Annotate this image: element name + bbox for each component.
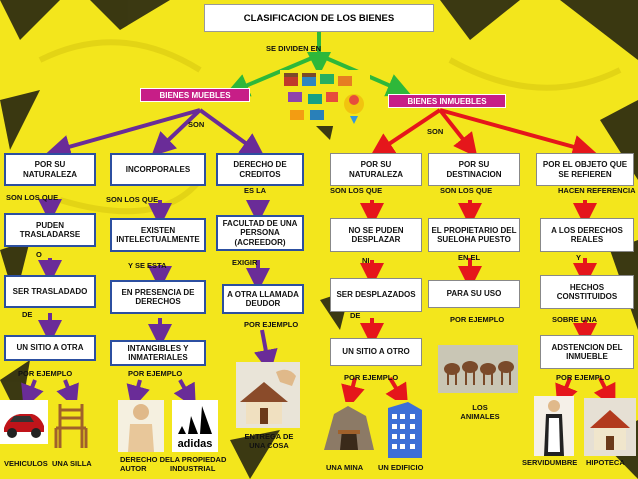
col4-connector-2: NI (362, 256, 370, 265)
col1-connector-4: POR EJEMPLO (18, 369, 73, 378)
bienes-inmuebles-label: BIENES INMUEBLES (388, 94, 506, 108)
col1-box-3: SER TRASLADADO (4, 275, 96, 308)
col6-example-1: SERVIDUMBRE (522, 458, 578, 467)
col6-connector-1: HACEN REFERENCIA (558, 186, 636, 195)
servant-image (534, 396, 574, 456)
col5-connector-3: POR EJEMPLO (450, 315, 505, 324)
col3-example-1: ENTREGA DE UNA COSA (244, 432, 294, 450)
col2-connector-2: Y SE ESTA (128, 261, 167, 270)
col3-connector-1: ES LA (244, 186, 267, 195)
col3-box-3: A OTRA LLAMADA DEUDOR (222, 284, 304, 314)
chair-image (50, 400, 92, 450)
col1-box-4: UN SITIO A OTRA (4, 335, 96, 361)
car-image (0, 400, 48, 444)
col6-connector-2: Y (576, 253, 582, 262)
col5-box-3: PARA SU USO (428, 280, 520, 308)
col3-head-box: DERECHO DE CREDITOS (216, 153, 304, 186)
connector-label-son-left: SON (188, 120, 205, 129)
bienes-muebles-label: BIENES MUEBLES (140, 88, 250, 102)
col6-connector-3: SOBRE UNA (552, 315, 598, 324)
col5-connector-2: EN EL (458, 253, 481, 262)
col4-example-2: UN EDIFICIO (378, 463, 424, 472)
col4-box-2: NO SE PUDEN DESPLAZAR (330, 218, 422, 252)
diagram-title: CLASIFICACION DE LOS BIENES (204, 4, 434, 32)
col3-connector-2: EXIGIR (232, 258, 258, 267)
col1-example-1: VEHICULOS (4, 459, 48, 468)
connector-label-son-right: SON (427, 127, 444, 136)
author-statue-image (118, 400, 164, 452)
col6-example-2: HIPOTECA (586, 458, 625, 467)
col1-connector-3: DE (22, 310, 33, 319)
col2-box-2: EXISTEN INTELECTUALMENTE (110, 218, 206, 252)
col2-box-4: INTANGIBLES Y INMATERIALES (110, 340, 206, 366)
connector-label-divide: SE DIVIDEN EN (266, 44, 322, 53)
mortgage-image (584, 398, 636, 456)
animals-image (438, 345, 518, 393)
col2-box-3: EN PRESENCIA DE DERECHOS (110, 280, 206, 314)
col6-head-box: POR EL OBJETO QUE SE REFIEREN (536, 153, 634, 186)
col6-box-3: HECHOS CONSTITUIDOS (540, 275, 634, 309)
col4-head-box: POR SU NATURALEZA (330, 153, 422, 186)
col1-box-2: PUDEN TRASLADARSE (4, 213, 96, 247)
col3-connector-3: POR EJEMPLO (244, 320, 299, 329)
col6-box-4: ADSTENCION DEL INMUEBLE (540, 335, 634, 369)
col3-box-2: FACULTAD DE UNA PERSONA (ACREEDOR) (216, 215, 304, 251)
col4-connector-4: POR EJEMPLO (344, 373, 399, 382)
adidas-logo-image: adidas (172, 400, 218, 452)
col2-connector-4: POR EJEMPLO (128, 369, 183, 378)
col5-head-box: POR SU DESTINACION (428, 153, 520, 186)
col6-box-2: A LOS DERECHOS REALES (540, 218, 634, 252)
house-key-image (236, 362, 300, 428)
svg-text:adidas: adidas (178, 438, 213, 450)
col5-box-2: EL PROPIETARIO DEL SUELOHA PUESTO (428, 218, 520, 252)
col1-example-2: UNA SILLA (52, 459, 92, 468)
mine-image (322, 402, 376, 452)
col2-example-2: LA PROPIEDAD INDUSTRIAL (170, 455, 227, 473)
col1-connector-2: O (36, 250, 42, 259)
col2-head-box: INCORPORALES (110, 153, 206, 186)
col4-box-4: UN SITIO A OTRO (330, 338, 422, 366)
col2-example-1: DERECHO DE AUTOR (120, 455, 171, 473)
col6-connector-4: POR EJEMPLO (556, 373, 611, 382)
col4-example-1: UNA MINA (326, 463, 364, 472)
toys-image (280, 70, 370, 126)
col4-connector-1: SON LOS QUE (330, 186, 383, 195)
col1-connector-1: SON LOS QUE (6, 193, 59, 202)
col4-box-3: SER DESPLAZADOS (330, 278, 422, 312)
col5-example-1: LOS ANIMALES (460, 403, 500, 421)
col2-connector-1: SON LOS QUE (106, 195, 159, 204)
col5-connector-1: SON LOS QUE (440, 186, 493, 195)
col1-head-box: POR SU NATURALEZA (4, 153, 96, 186)
col4-connector-3: DE (350, 311, 361, 320)
building-image (378, 400, 428, 458)
